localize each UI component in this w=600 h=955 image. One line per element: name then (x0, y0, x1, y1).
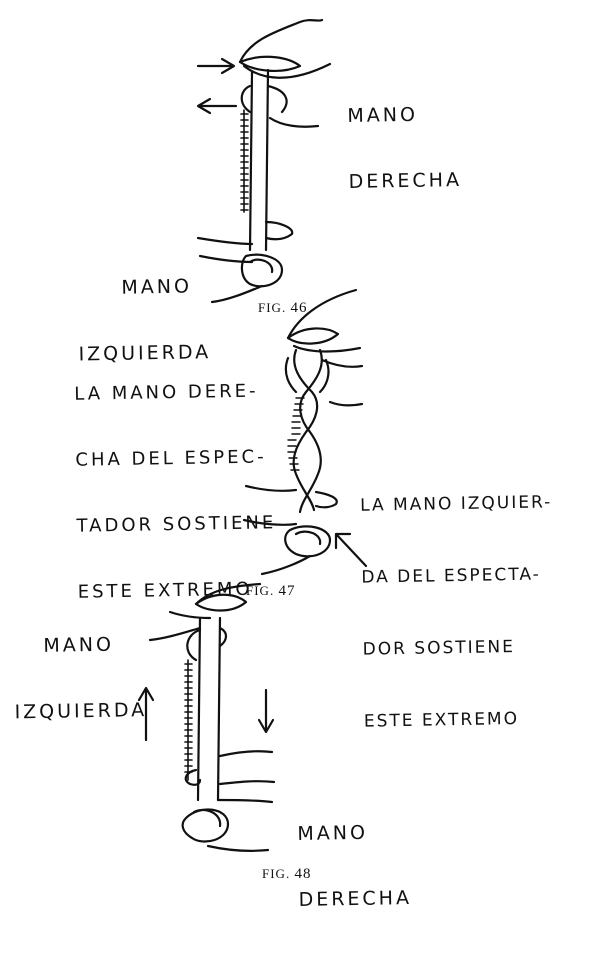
fig47-label-right-line-4: ESTE EXTREMO (363, 708, 520, 732)
fig48-label-bottom: MANO DERECHA (296, 777, 412, 955)
fig47-top-finger (292, 344, 362, 353)
fig46-left-knuckle (240, 84, 252, 114)
line-drawings (137, 18, 368, 852)
fig46-left-thumb (240, 253, 284, 288)
fig48-top-finger (168, 610, 212, 620)
fig46-label-top-line-1: MANO (347, 103, 419, 127)
fig48-rope-left-edge (196, 616, 202, 802)
fig48-caption: FIG. 48 (262, 866, 311, 883)
fig48-bottom-thumb (181, 808, 230, 843)
fig48-rope-right-edge (216, 616, 222, 802)
fig47-top-thumb (286, 288, 358, 340)
fig48-bottom-base (206, 844, 270, 852)
fig47-rope-strand-a (292, 348, 319, 512)
fig48-rope-hatching (184, 659, 193, 781)
fig48-rope-small-right (218, 626, 228, 648)
figure-48-drawing (137, 582, 276, 852)
fig48-label-bottom-line-2: DERECHA (298, 887, 413, 911)
fig48-label-top: MANO IZQUIERDA (14, 589, 148, 767)
fig48-bottom-finger-1 (218, 750, 274, 758)
fig46-right-thumb (238, 18, 324, 64)
fig48-label-top-line-2: IZQUIERDA (14, 699, 148, 724)
fig47-label-right-line-3: DOR SOSTIENE (362, 637, 516, 660)
fig47-label-right: LA MANO IZQUIER- DA DEL ESPECTA- DOR SOS… (359, 442, 557, 781)
fig48-caption-prefix: FIG. (262, 866, 291, 881)
illustration-page: MANO DERECHA MANO IZQUIERDA FIG. 46 LA M… (14, 18, 557, 911)
fig46-left-tip (264, 220, 294, 241)
fig48-top-finger-2 (148, 626, 202, 642)
fig46-rope-left-edge (248, 70, 254, 252)
fig47-label-left-line-3: TADOR SOSTIENE (76, 512, 277, 537)
fig47-caption-number: 47 (278, 583, 296, 599)
fig47-rope-strand-b (298, 348, 323, 514)
fig48-arrow-down (257, 688, 275, 734)
fig48-label-bottom-line-1: MANO (297, 821, 369, 845)
fig47-bottom-thumbnail (294, 530, 322, 546)
fig47-caption-prefix: FIG. (246, 583, 275, 598)
fig46-caption-prefix: FIG. (258, 300, 287, 315)
fig47-bottom-thumb (284, 525, 332, 558)
fig47-bottom-base (260, 554, 312, 576)
fig46-right-thumbnail (238, 55, 302, 73)
fig46-rope-hatching (240, 109, 249, 213)
figure-47-drawing (242, 288, 368, 576)
fig48-bottom-finger-3 (216, 798, 274, 804)
fig46-caption-number: 46 (290, 300, 308, 316)
fig47-rope-hatching (287, 397, 305, 471)
fig46-left-finger-top (196, 236, 254, 246)
fig48-label-top-line-1: MANO (43, 633, 115, 657)
fig46-label-top: MANO DERECHA (346, 59, 462, 237)
fig48-caption-number: 48 (294, 866, 312, 882)
fig46-rope-right-edge (264, 68, 270, 252)
fig48-bottom-knuckle (184, 768, 202, 786)
figure-46-drawing (196, 18, 332, 304)
fig47-label-right-line-1: LA MANO IZQUIER- (359, 492, 553, 516)
fig47-label-left-line-1: LA MANO DERE- (74, 380, 259, 405)
fig47-rope-outer-b (318, 358, 330, 394)
fig48-bottom-finger-2 (218, 780, 276, 786)
fig46-arrow-right (196, 57, 236, 75)
fig47-caption: FIG. 47 (246, 583, 295, 600)
fig47-top-finger-3 (328, 400, 364, 407)
fig46-caption: FIG. 46 (258, 300, 307, 317)
fig46-left-thumb-base (210, 284, 264, 304)
fig48-arrow-up (137, 686, 155, 742)
fig47-bottom-finger-1 (244, 484, 298, 492)
fig47-bottom-finger-2 (242, 518, 298, 526)
fig47-label-right-line-2: DA DEL ESPECTA- (361, 564, 541, 588)
fig46-right-fingers (266, 84, 320, 128)
fig48-top-thumbnail (194, 593, 248, 612)
fig48-left-knuckle (186, 628, 202, 662)
fig46-left-thumbnail (248, 258, 274, 274)
fig46-label-top-line-2: DERECHA (348, 169, 463, 193)
fig47-pointer-arrow (334, 532, 368, 568)
fig48-bottom-thumbnail (192, 808, 222, 828)
fig47-label-left-line-2: CHA DEL ESPEC- (75, 446, 267, 471)
fig47-bottom-knuckle (314, 490, 338, 509)
fig47-top-thumbnail (286, 327, 340, 345)
fig46-label-bottom-line-1: MANO (121, 275, 193, 299)
fig46-left-finger-2 (198, 254, 254, 264)
fig46-arrow-left (196, 97, 238, 115)
fig46-right-finger-lower (242, 62, 332, 79)
fig47-rope-outer-a (284, 356, 298, 394)
